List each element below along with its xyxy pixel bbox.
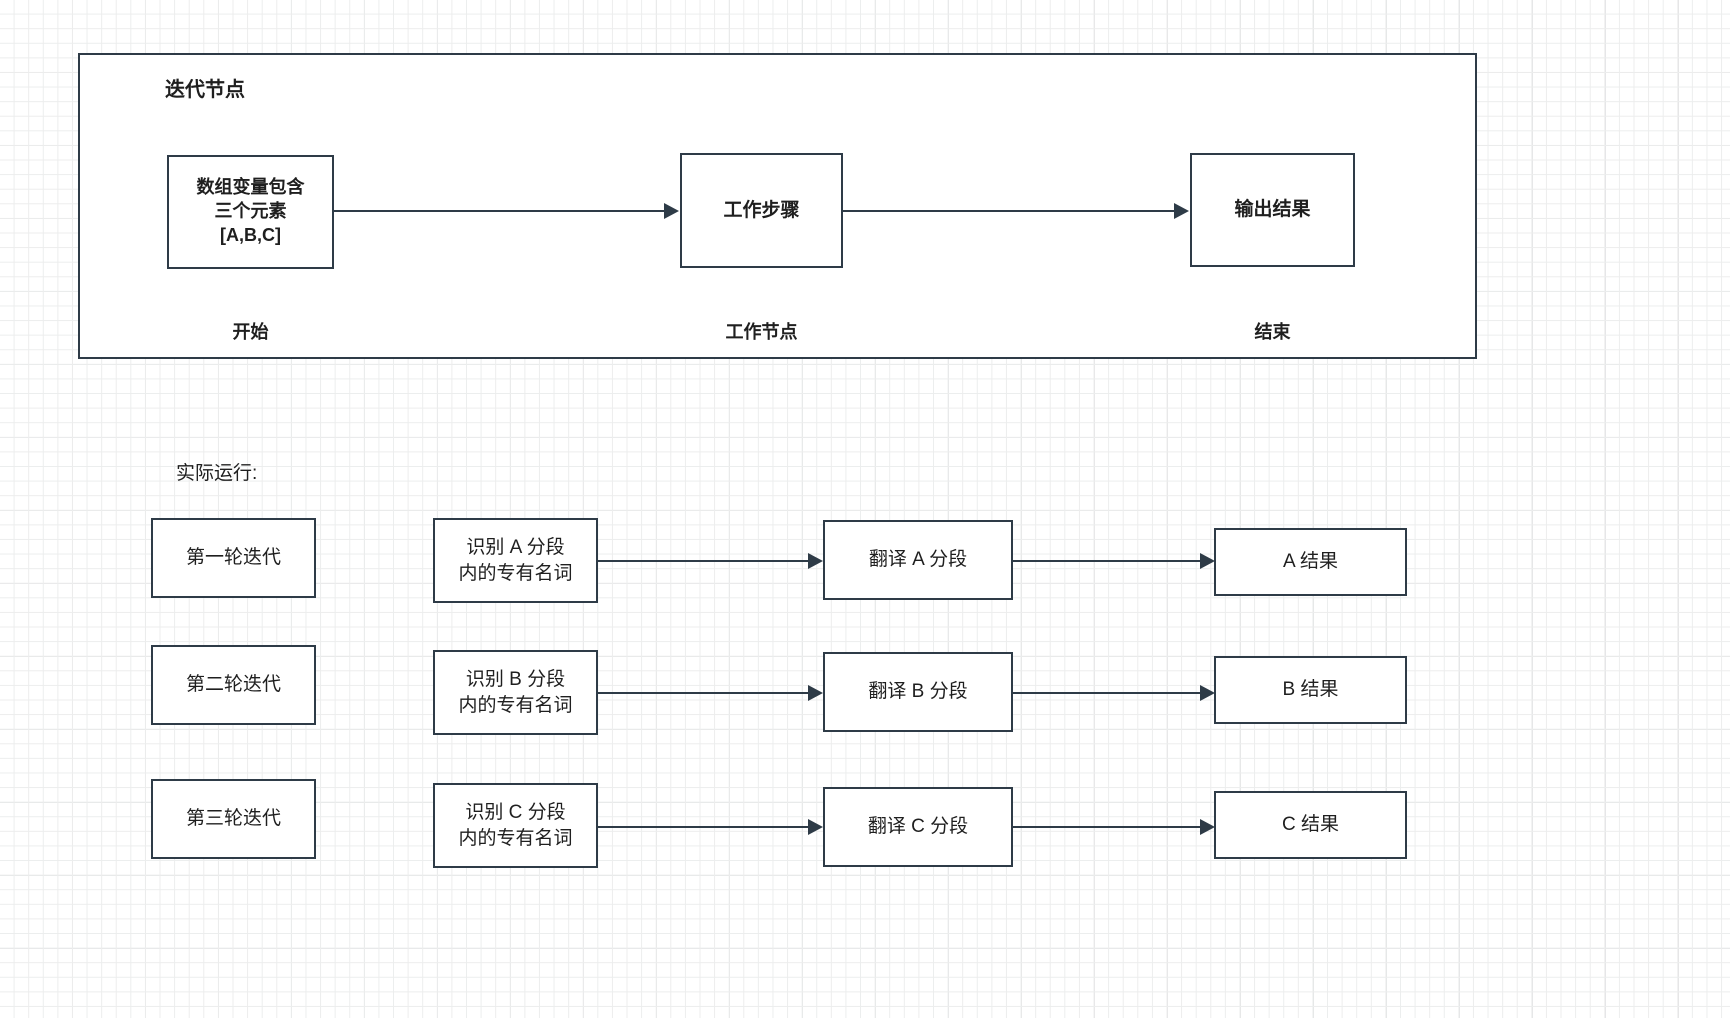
edge-detect-to-translate-2 [598,692,808,694]
arrowhead-start-to-work [664,203,679,219]
node-iteration-round-1[interactable]: 第一轮迭代 [151,518,316,598]
node-iteration-round-3[interactable]: 第三轮迭代 [151,779,316,859]
caption-work-node: 工作节点 [725,322,798,342]
arrowhead-translate-to-result-3 [1200,819,1215,835]
arrowhead-translate-to-result-2 [1200,685,1215,701]
arrowhead-detect-to-translate-3 [808,819,823,835]
actual-run-label: 实际运行: [176,463,258,484]
node-result-3[interactable]: C 结果 [1214,791,1407,859]
node-output-result[interactable]: 输出结果 [1190,153,1355,267]
node-detect-terms-3[interactable]: 识别 C 分段 内的专有名词 [433,783,598,868]
caption-start: 开始 [232,322,269,342]
node-result-1[interactable]: A 结果 [1214,528,1407,596]
edge-detect-to-translate-1 [598,560,808,562]
node-translate-segment-2[interactable]: 翻译 B 分段 [823,652,1013,732]
node-iteration-round-2[interactable]: 第二轮迭代 [151,645,316,725]
node-translate-segment-3[interactable]: 翻译 C 分段 [823,787,1013,867]
arrowhead-translate-to-result-1 [1200,553,1215,569]
node-result-2[interactable]: B 结果 [1214,656,1407,724]
edge-translate-to-result-2 [1013,692,1200,694]
edge-translate-to-result-3 [1013,826,1200,828]
node-translate-segment-1[interactable]: 翻译 A 分段 [823,520,1013,600]
edge-detect-to-translate-3 [598,826,808,828]
node-detect-terms-1[interactable]: 识别 A 分段 内的专有名词 [433,518,598,603]
arrowhead-detect-to-translate-1 [808,553,823,569]
node-array-variable[interactable]: 数组变量包含 三个元素 [A,B,C] [167,155,334,269]
panel-title-iteration-node: 迭代节点 [165,79,245,101]
edge-translate-to-result-1 [1013,560,1200,562]
node-detect-terms-2[interactable]: 识别 B 分段 内的专有名词 [433,650,598,735]
edge-start-to-work [334,210,664,212]
arrowhead-work-to-output [1174,203,1189,219]
edge-work-to-output [843,210,1174,212]
caption-end: 结束 [1254,322,1291,342]
node-work-step[interactable]: 工作步骤 [680,153,843,268]
arrowhead-detect-to-translate-2 [808,685,823,701]
